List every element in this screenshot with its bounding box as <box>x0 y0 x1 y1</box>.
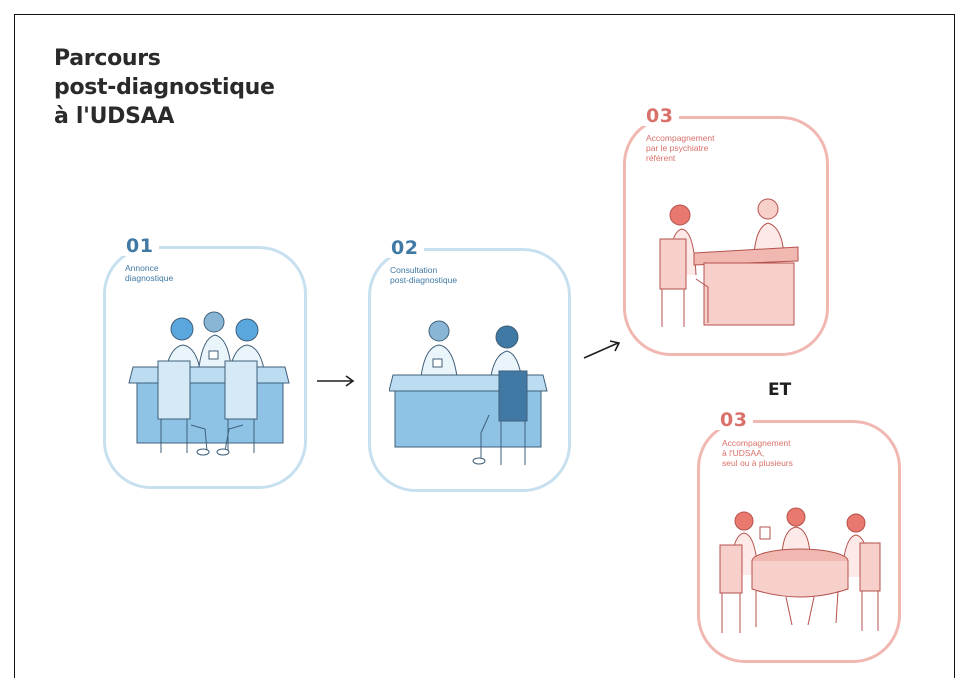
step-02-label-line: Consultation <box>390 265 438 275</box>
step-01-label: Annonce diagnostique <box>125 263 173 283</box>
title-line-2: post-diagnostique <box>54 75 275 100</box>
step-03-psychiatrist-number: 03 <box>642 106 680 126</box>
step-03-udsaa-label: Accompagnement à l'UDSAA, seul ou à plus… <box>722 438 793 468</box>
page-title: Parcours post-diagnostique à l'UDSAA <box>54 44 275 131</box>
step-03-udsaa-label-line: seul ou à plusieurs <box>722 458 793 468</box>
step-03-psychiatrist-card <box>623 116 829 356</box>
step-03-psychiatrist-label-line: référent <box>646 153 676 163</box>
title-line-1: Parcours <box>54 46 161 71</box>
step-03-psychiatrist-label-line: Accompagnement <box>646 133 715 143</box>
step-02-label: Consultation post-diagnostique <box>390 265 457 285</box>
page-frame <box>14 14 955 678</box>
step-03-psychiatrist-label-line: par le psychiatre <box>646 143 709 153</box>
step-01-label-line: diagnostique <box>125 273 174 283</box>
arrow-step-01-to-02 <box>317 375 355 387</box>
announcement-meeting-illustration <box>128 311 290 456</box>
step-01-number: 01 <box>122 236 160 256</box>
step-03-udsaa-label-line: à l'UDSAA, <box>722 448 765 458</box>
et-label: ET <box>768 380 792 400</box>
step-03-udsaa-number: 03 <box>716 410 754 430</box>
title-line-3: à l'UDSAA <box>54 104 175 129</box>
step-03-udsaa-card <box>697 420 901 663</box>
step-02-card <box>368 248 571 492</box>
step-03-udsaa-label-line: Accompagnement <box>722 438 791 448</box>
group-session-illustration <box>719 507 881 633</box>
step-01-label-line: Annonce <box>125 263 159 273</box>
arrow-step-02-to-03 <box>583 340 621 359</box>
psychiatrist-illustration <box>659 198 799 327</box>
step-01-card <box>103 246 307 489</box>
consultation-illustration <box>389 320 548 465</box>
step-02-number: 02 <box>387 238 425 258</box>
step-02-label-line: post-diagnostique <box>390 275 458 285</box>
step-03-psychiatrist-label: Accompagnement par le psychiatre référen… <box>646 133 715 163</box>
